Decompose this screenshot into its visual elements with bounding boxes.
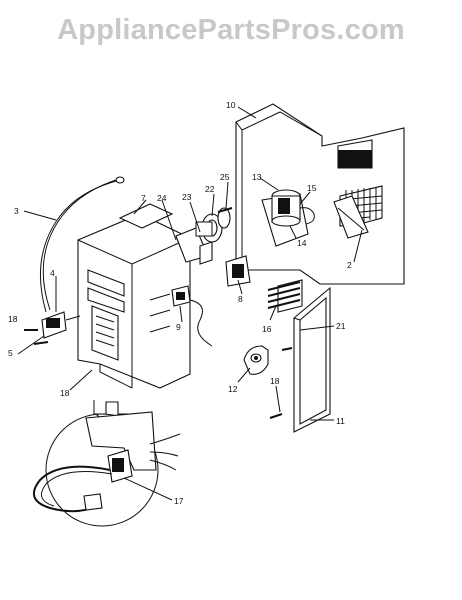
callout-7: 7 (141, 193, 146, 203)
connector-part-8 (225, 255, 251, 287)
terminal-part-16 (267, 279, 303, 313)
callout-4: 4 (50, 268, 55, 278)
callout-18: 18 (60, 388, 70, 398)
callout-13: 13 (252, 172, 262, 182)
callout-18: 18 (270, 376, 280, 386)
callout-23: 23 (182, 192, 192, 202)
callout-9: 9 (176, 322, 181, 332)
switch-part-9 (171, 285, 213, 347)
callout-25: 25 (220, 172, 230, 182)
housing-part-10 (235, 103, 405, 285)
cover-part-11 (293, 286, 331, 433)
screw-icon (24, 329, 293, 419)
callout-18: 18 (8, 314, 18, 324)
callout-8: 8 (238, 294, 243, 304)
callout-22: 22 (205, 184, 215, 194)
detail-circle-part-17 (32, 400, 181, 527)
callout-16: 16 (262, 324, 272, 334)
callout-14: 14 (297, 238, 307, 248)
callout-17: 17 (174, 496, 184, 506)
callout-15: 15 (307, 183, 317, 193)
callout-5: 5 (8, 348, 13, 358)
watermark-text: AppliancePartsPros.com (57, 14, 405, 46)
control-box-part-7 (77, 203, 191, 389)
callout-11: 11 (336, 416, 345, 426)
bracket-part-12 (243, 345, 269, 375)
leader-lines (17, 106, 363, 501)
callout-labels: 3 4 18 5 7 24 23 22 25 10 13 15 14 2 8 9… (8, 100, 352, 506)
callout-21: 21 (336, 321, 346, 331)
wire-harness-part-3 (39, 176, 125, 313)
callout-2: 2 (347, 260, 352, 270)
fan-assembly-parts-22-25 (175, 207, 233, 265)
callout-24: 24 (157, 193, 167, 203)
sensor-part-13 (271, 189, 315, 227)
callout-10: 10 (226, 100, 236, 110)
plug-bracket-part-4 (41, 311, 81, 339)
callout-3: 3 (14, 206, 19, 216)
callout-12: 12 (228, 384, 238, 394)
